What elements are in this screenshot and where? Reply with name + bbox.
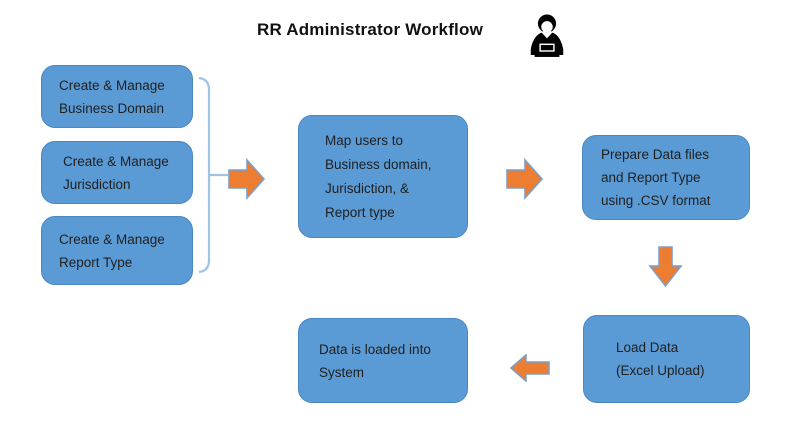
step-text-line: Load Data [616,340,679,355]
step-text-line: Business Domain [59,100,165,116]
step-create-manage-business-domain: Create & Manage Business Domain [41,65,193,128]
step-text-line: Prepare Data files [601,147,710,162]
step-text-line: Report Type [59,254,133,270]
step-text-line: using .CSV format [601,193,711,208]
step-map-users: Map users to Business domain, Jurisdicti… [298,115,468,238]
step-text-line: Create & Manage [63,153,169,169]
step-data-loaded-into-system: Data is loaded into System [298,318,468,403]
step-text-line: Map users to [325,132,404,148]
step-text-line: Jurisdiction [63,176,131,192]
page-title: RR Administrator Workflow [256,20,483,39]
step-text-line: Create & Manage [59,231,165,247]
admin-user-laptop-icon [530,14,564,57]
step-text-line: Jurisdiction, & [325,180,410,196]
arrow-bracket-to-map-right-icon [228,158,266,200]
step-text-line: System [319,364,365,380]
step-text-line: and Report Type [601,170,701,185]
arrow-load-to-loaded-left-icon [510,354,550,382]
step-text-line: Report type [325,204,395,220]
step-create-manage-report-type: Create & Manage Report Type [41,216,193,285]
arrow-prepare-to-load-down-icon [648,246,683,288]
step-text-line: (Excel Upload) [616,363,705,378]
grouping-bracket [198,76,228,274]
step-create-manage-jurisdiction: Create & Manage Jurisdiction [41,141,193,204]
step-text-line: Business domain, [325,156,432,172]
step-prepare-data-files: Prepare Data files and Report Type using… [582,135,750,220]
step-load-data: Load Data (Excel Upload) [583,315,750,403]
arrow-map-to-prepare-right-icon [506,158,544,200]
step-text-line: Create & Manage [59,77,165,93]
step-text-line: Data is loaded into [319,341,431,357]
